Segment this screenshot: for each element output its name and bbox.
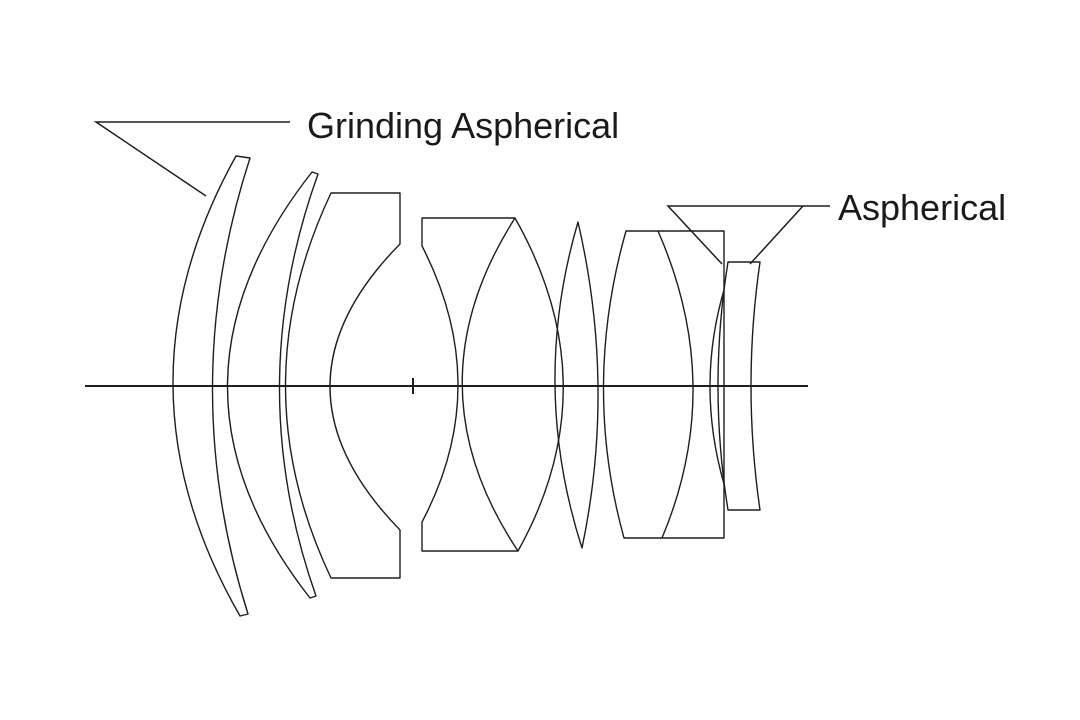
lens-element-6 xyxy=(554,221,599,549)
aspherical-label: Aspherical xyxy=(838,187,1006,228)
grinding-aspherical-label: Grinding Aspherical xyxy=(307,105,619,146)
aspherical-leader xyxy=(666,205,830,265)
lens-element-4 xyxy=(421,217,519,552)
lens-element-7 xyxy=(602,230,725,539)
grinding-aspherical-leader xyxy=(93,121,290,197)
lens-element-7-inner-curve xyxy=(657,230,694,539)
lens-element-3 xyxy=(284,192,401,579)
grinding-aspherical-lens xyxy=(172,155,251,617)
lens-element-9 xyxy=(709,289,725,485)
lens-element-5 xyxy=(514,217,564,552)
aspherical-lens xyxy=(717,261,761,511)
lens-element-2 xyxy=(226,171,319,599)
aspherical-leader-right xyxy=(749,205,804,265)
